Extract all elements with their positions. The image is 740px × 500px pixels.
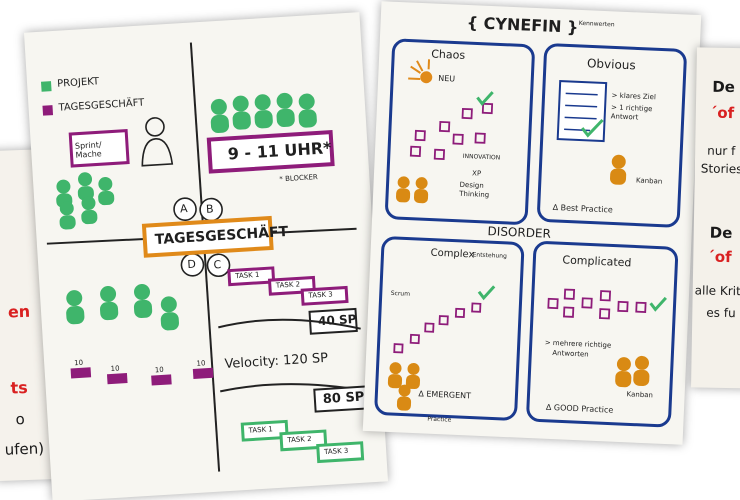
sprint-label: Sprint/ Mache xyxy=(74,140,102,160)
small-number-2: 10 xyxy=(110,364,120,374)
quadrant-c: C xyxy=(213,258,222,272)
small-number-3: 10 xyxy=(154,365,164,375)
right-edge-line-6: ´of xyxy=(707,247,732,267)
sprint-drawing xyxy=(40,42,369,472)
task-top-1: TASK 1 xyxy=(234,270,260,281)
left-edge-line-3: o xyxy=(15,410,26,429)
task-bottom-3: TASK 3 xyxy=(323,446,349,457)
chaos-title: Chaos xyxy=(430,47,466,62)
complex-subtitle: Entstehung xyxy=(472,251,508,260)
right-edge-line-4: Stories xyxy=(700,161,740,177)
right-edge-line-7: alle Krit xyxy=(694,283,740,299)
disorder-label: DISORDER xyxy=(487,224,552,241)
left-edge-line-4: ufen) xyxy=(4,439,45,459)
task-top-3: TASK 3 xyxy=(308,290,333,300)
obvious-title: Obvious xyxy=(586,56,636,73)
right-edge-line-5: De xyxy=(709,223,733,243)
right-edge-flipchart: De ´of nur f Stories De ´of alle Krit es… xyxy=(691,47,740,389)
legend-project-swatch xyxy=(40,81,52,92)
quadrant-a: A xyxy=(179,202,188,216)
chaos-design: Design Thinking xyxy=(459,180,490,200)
sp-bottom: 80 SP xyxy=(322,389,365,408)
sp-top: 40 SP xyxy=(317,311,357,329)
obvious-kanban: Kanban xyxy=(635,176,663,186)
task-bottom-2: TASK 2 xyxy=(287,434,312,445)
cynefin-drawing xyxy=(374,38,687,428)
quadrant-d: D xyxy=(187,257,197,272)
complicated-kanban: Kanban xyxy=(626,390,654,400)
cynefin-title-note: Kennwerten xyxy=(578,19,615,29)
right-edge-line-3: nur f xyxy=(707,143,736,159)
chaos-neu: NEU xyxy=(438,73,456,84)
right-edge-line-2: ´of xyxy=(709,103,735,123)
complex-practice-2: Practice xyxy=(427,415,452,424)
sprint-flipchart: PROJEKT TAGESGESCHÄFT Sprint/ Mache 9 - … xyxy=(23,12,389,500)
left-edge-line-2: ts xyxy=(10,377,29,398)
complicated-item-2: Antworten xyxy=(552,349,589,359)
small-number-4: 10 xyxy=(196,359,206,368)
task-top-2: TASK 2 xyxy=(275,280,301,290)
right-edge-line-8: es fu xyxy=(706,305,736,321)
cynefin-flipchart: { CYNEFIN } Kennwerten Chaos NEU INNOVAT… xyxy=(362,1,702,445)
complex-title: Complex xyxy=(430,247,475,261)
chaos-xp: XP xyxy=(471,169,482,178)
left-edge-line-1: en xyxy=(7,301,31,322)
complex-scrum: Scrum xyxy=(390,289,411,298)
legend-daily-swatch xyxy=(42,105,54,116)
obvious-item-2: > 1 richtige Antwort xyxy=(610,103,653,122)
small-number-1: 10 xyxy=(73,358,84,368)
quadrant-b: B xyxy=(205,202,215,216)
task-bottom-1: TASK 1 xyxy=(248,425,274,435)
right-edge-line-1: De xyxy=(712,77,736,97)
